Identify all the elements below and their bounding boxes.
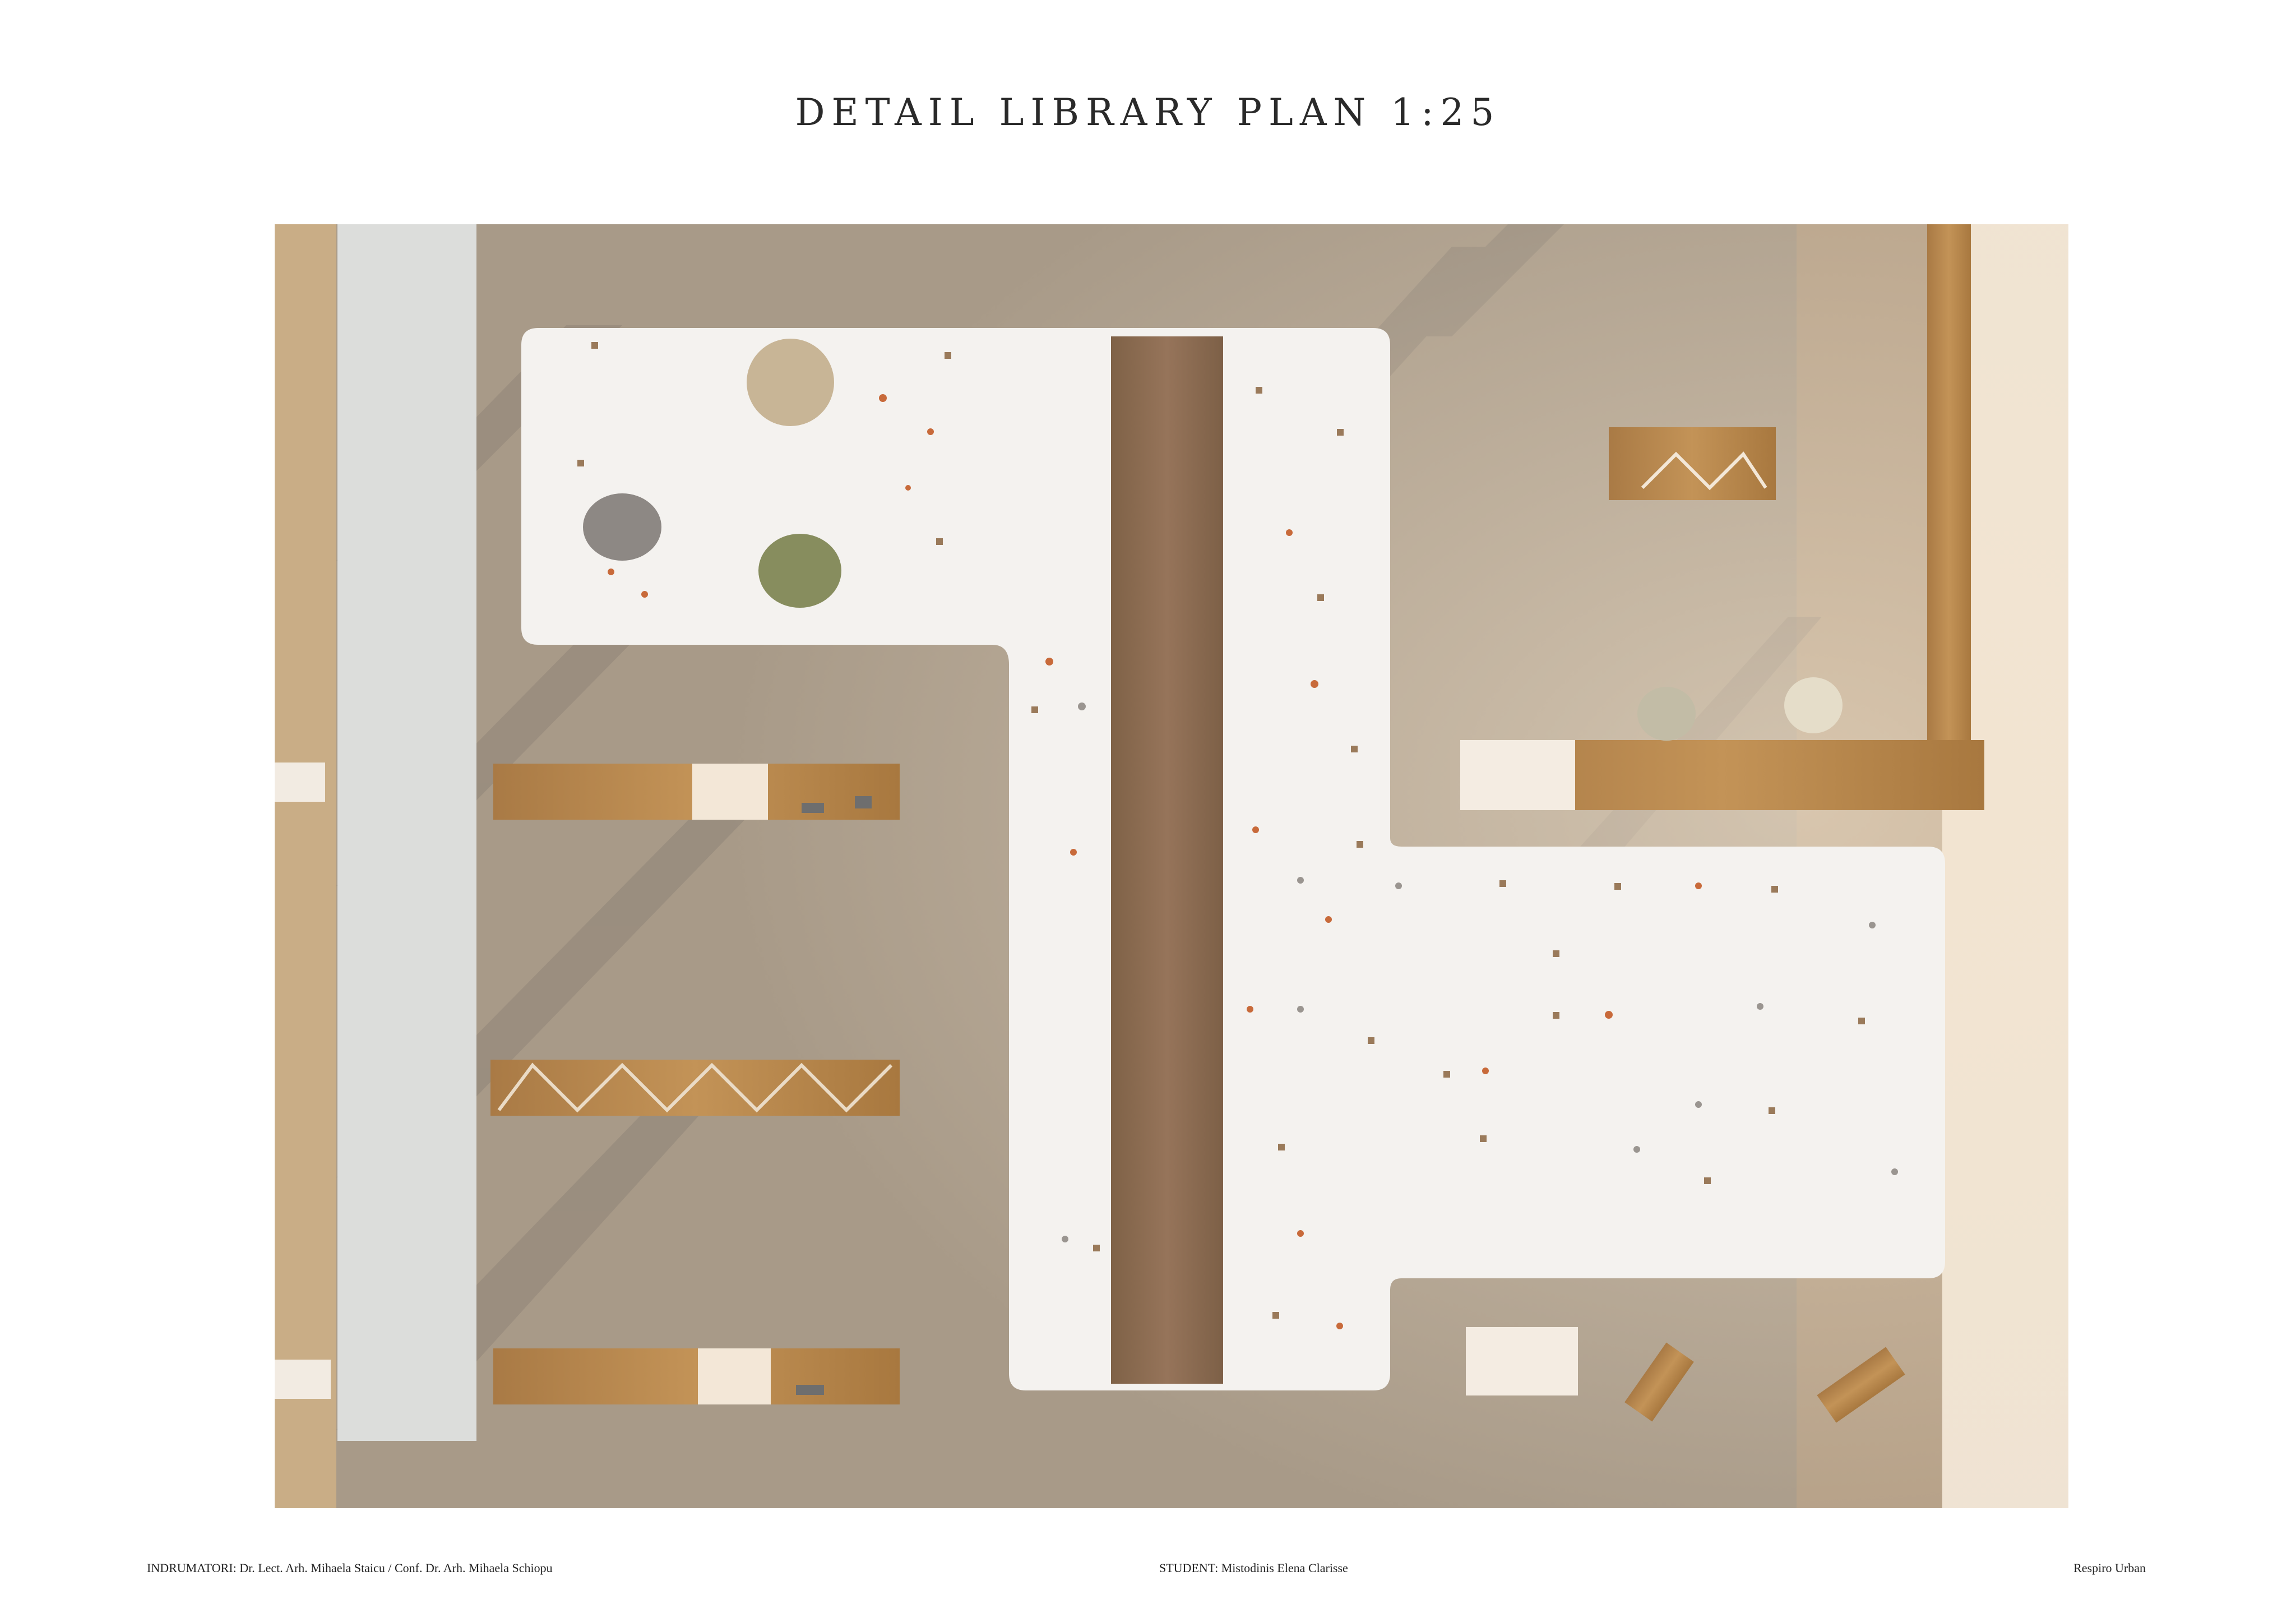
beanbag-icon — [747, 339, 834, 426]
beanbag-icon — [758, 534, 841, 608]
angled-shelf-1 — [1624, 1342, 1694, 1422]
white-platform — [521, 328, 1945, 1390]
side-panel — [337, 224, 476, 1441]
bookshelf-icon — [855, 796, 872, 808]
display-table — [1609, 427, 1776, 500]
scattered-objects — [577, 342, 1898, 1329]
bookshelf-3 — [493, 1348, 900, 1404]
footer-student: STUDENT: Mistodinis Elena Clarisse — [1159, 1561, 1348, 1575]
sheet-title: DETAIL LIBRARY PLAN 1:25 — [795, 91, 1501, 135]
reading-bench — [1460, 740, 1984, 810]
angled-shelf-2 — [1817, 1347, 1905, 1423]
right-wall-shelf — [1927, 224, 1971, 740]
central-reading-table — [1111, 336, 1223, 1384]
beanbag-icon — [1784, 677, 1843, 733]
bookshelf-1 — [493, 764, 900, 820]
beanbag-icon — [583, 493, 661, 561]
library-plan — [275, 224, 2068, 1508]
beanbag-icon — [1637, 687, 1696, 741]
bookshelf-2 — [490, 1060, 900, 1116]
small-white-table — [1466, 1327, 1578, 1395]
footer-tutors: INDRUMATORI: Dr. Lect. Arh. Mihaela Stai… — [147, 1561, 553, 1575]
footer-project: Respiro Urban — [2073, 1561, 2146, 1575]
